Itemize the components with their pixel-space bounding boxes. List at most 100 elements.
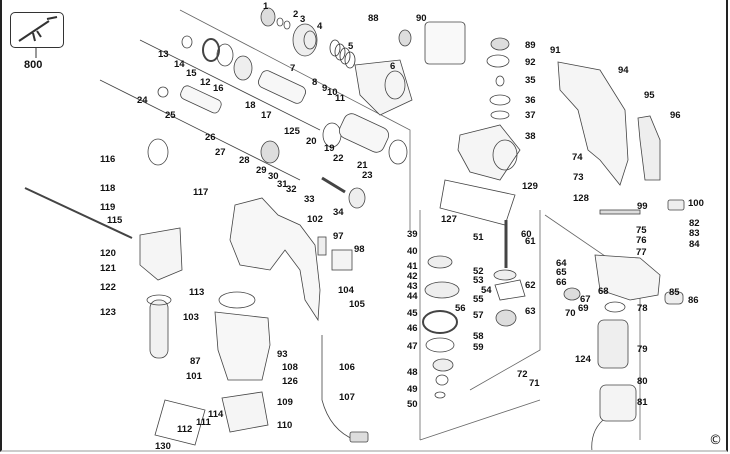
part-callout-19[interactable]: 19 (324, 143, 335, 154)
part-callout-101[interactable]: 101 (186, 371, 202, 382)
part-callout-14[interactable]: 14 (174, 59, 185, 70)
part-callout-37[interactable]: 37 (525, 110, 536, 121)
part-callout-125[interactable]: 125 (284, 126, 300, 137)
part-callout-51[interactable]: 51 (473, 232, 484, 243)
part-callout-50[interactable]: 50 (407, 399, 418, 410)
part-callout-31[interactable]: 31 (277, 179, 288, 190)
part-callout-124[interactable]: 124 (575, 354, 591, 365)
part-callout-56[interactable]: 56 (455, 303, 466, 314)
part-callout-65[interactable]: 65 (556, 267, 567, 278)
part-callout-2[interactable]: 2 (293, 9, 299, 20)
part-callout-75[interactable]: 75 (636, 225, 647, 236)
part-callout-127[interactable]: 127 (441, 214, 457, 225)
part-callout-17[interactable]: 17 (261, 110, 272, 121)
part-callout-89[interactable]: 89 (525, 40, 536, 51)
part-callout-114[interactable]: 114 (208, 409, 224, 420)
part-callout-38[interactable]: 38 (525, 131, 536, 142)
part-callout-77[interactable]: 77 (636, 247, 647, 258)
part-callout-84[interactable]: 84 (689, 239, 700, 250)
part-callout-92[interactable]: 92 (525, 57, 536, 68)
part-callout-57[interactable]: 57 (473, 310, 484, 321)
part-callout-63[interactable]: 63 (525, 306, 536, 317)
part-callout-22[interactable]: 22 (333, 153, 344, 164)
part-callout-64[interactable]: 64 (556, 258, 567, 269)
part-callout-43[interactable]: 43 (407, 281, 418, 292)
part-callout-27[interactable]: 27 (215, 147, 226, 158)
part-callout-8[interactable]: 8 (312, 77, 318, 88)
part-callout-41[interactable]: 41 (407, 261, 418, 272)
part-callout-90[interactable]: 90 (416, 13, 427, 24)
part-callout-97[interactable]: 97 (333, 231, 344, 242)
part-callout-71[interactable]: 71 (529, 378, 540, 389)
part-callout-81[interactable]: 81 (637, 397, 648, 408)
part-callout-18[interactable]: 18 (245, 100, 256, 111)
part-callout-54[interactable]: 54 (481, 285, 492, 296)
part-callout-126[interactable]: 126 (282, 376, 298, 387)
part-callout-13[interactable]: 13 (158, 49, 169, 60)
part-callout-104[interactable]: 104 (338, 285, 354, 296)
part-callout-58[interactable]: 58 (473, 331, 484, 342)
part-callout-39[interactable]: 39 (407, 229, 418, 240)
part-callout-21[interactable]: 21 (357, 160, 368, 171)
part-callout-103[interactable]: 103 (183, 312, 199, 323)
part-callout-83[interactable]: 83 (689, 228, 700, 239)
part-callout-91[interactable]: 91 (550, 45, 561, 56)
part-callout-94[interactable]: 94 (618, 65, 629, 76)
part-callout-67[interactable]: 67 (580, 294, 591, 305)
part-callout-4[interactable]: 4 (317, 21, 323, 32)
part-callout-76[interactable]: 76 (636, 235, 647, 246)
part-callout-96[interactable]: 96 (670, 110, 681, 121)
part-callout-85[interactable]: 85 (669, 287, 680, 298)
part-callout-1[interactable]: 1 (263, 1, 269, 12)
part-callout-16[interactable]: 16 (213, 83, 224, 94)
part-callout-26[interactable]: 26 (205, 132, 216, 143)
part-callout-106[interactable]: 106 (339, 362, 355, 373)
part-callout-44[interactable]: 44 (407, 291, 418, 302)
part-callout-130[interactable]: 130 (155, 441, 171, 452)
kit-label[interactable]: 800 (24, 59, 43, 71)
part-callout-116[interactable]: 116 (100, 154, 116, 165)
part-callout-36[interactable]: 36 (525, 95, 536, 106)
part-callout-95[interactable]: 95 (644, 90, 655, 101)
part-callout-128[interactable]: 128 (573, 193, 589, 204)
part-callout-107[interactable]: 107 (339, 392, 355, 403)
part-callout-53[interactable]: 53 (473, 275, 484, 286)
part-callout-42[interactable]: 42 (407, 271, 418, 282)
part-callout-3[interactable]: 3 (300, 14, 306, 25)
part-callout-61[interactable]: 61 (525, 236, 536, 247)
part-callout-88[interactable]: 88 (368, 13, 379, 24)
part-callout-82[interactable]: 82 (689, 218, 700, 229)
kit-box[interactable] (10, 12, 64, 48)
part-callout-72[interactable]: 72 (517, 369, 528, 380)
part-callout-121[interactable]: 121 (100, 263, 116, 274)
part-callout-112[interactable]: 112 (177, 424, 193, 435)
part-callout-120[interactable]: 120 (100, 248, 116, 259)
part-callout-11[interactable]: 11 (335, 93, 346, 104)
part-callout-24[interactable]: 24 (137, 95, 148, 106)
part-callout-35[interactable]: 35 (525, 75, 536, 86)
part-callout-118[interactable]: 118 (100, 183, 116, 194)
part-callout-12[interactable]: 12 (200, 77, 211, 88)
part-callout-23[interactable]: 23 (362, 170, 373, 181)
part-callout-73[interactable]: 73 (573, 172, 584, 183)
part-callout-86[interactable]: 86 (688, 295, 699, 306)
part-callout-100[interactable]: 100 (688, 198, 704, 209)
part-callout-52[interactable]: 52 (473, 266, 484, 277)
part-callout-60[interactable]: 60 (521, 229, 532, 240)
part-callout-9[interactable]: 9 (322, 83, 328, 94)
part-callout-34[interactable]: 34 (333, 207, 344, 218)
part-callout-6[interactable]: 6 (390, 61, 396, 72)
part-callout-79[interactable]: 79 (637, 344, 648, 355)
part-callout-40[interactable]: 40 (407, 246, 418, 257)
part-callout-33[interactable]: 33 (304, 194, 315, 205)
part-callout-59[interactable]: 59 (473, 342, 484, 353)
part-callout-49[interactable]: 49 (407, 384, 418, 395)
part-callout-47[interactable]: 47 (407, 341, 418, 352)
part-callout-20[interactable]: 20 (306, 136, 317, 147)
part-callout-117[interactable]: 117 (193, 187, 209, 198)
part-callout-129[interactable]: 129 (522, 181, 538, 192)
part-callout-74[interactable]: 74 (572, 152, 583, 163)
part-callout-80[interactable]: 80 (637, 376, 648, 387)
part-callout-109[interactable]: 109 (277, 397, 293, 408)
part-callout-10[interactable]: 10 (327, 87, 338, 98)
